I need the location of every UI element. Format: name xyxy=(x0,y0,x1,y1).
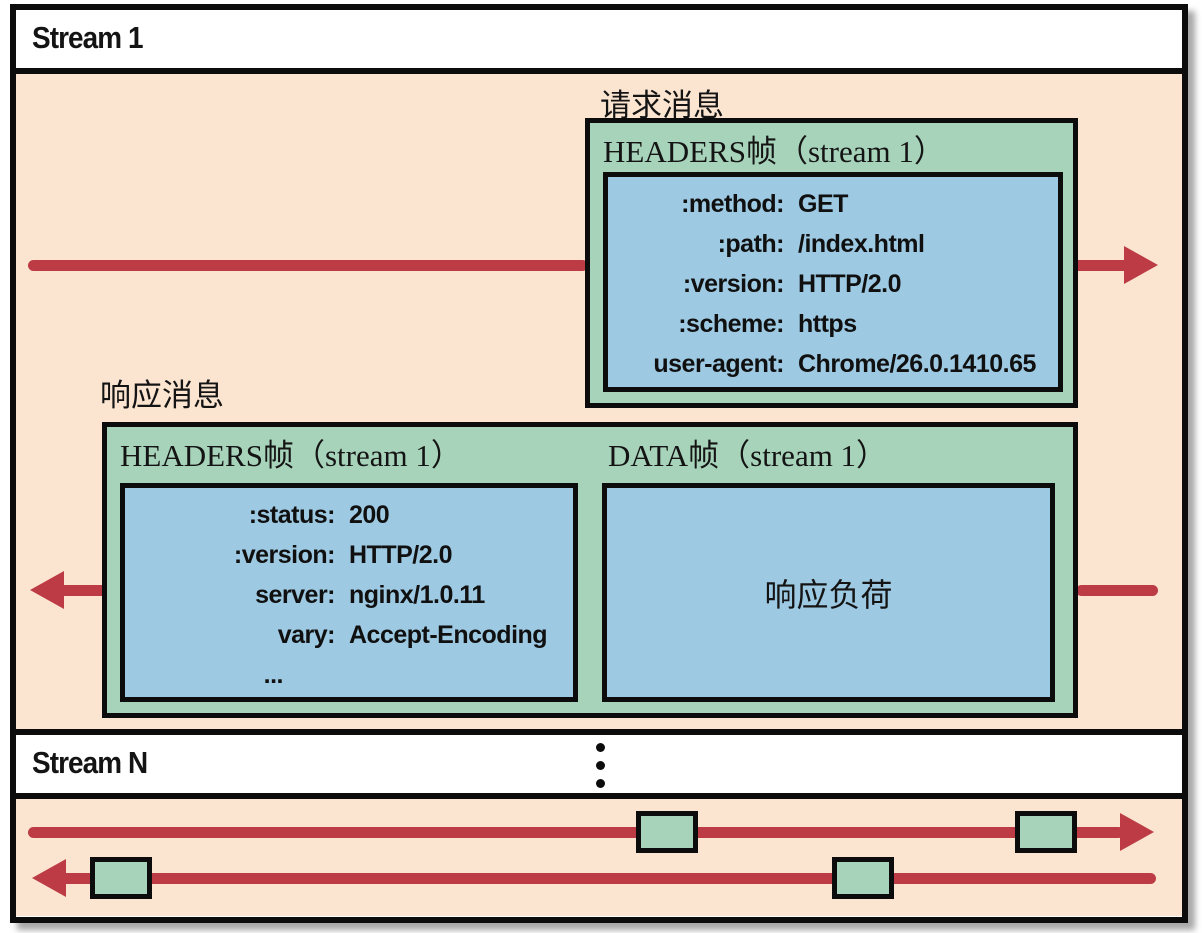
request-headers-frame: HEADERS帧（stream 1） :method: GET :path: /… xyxy=(585,118,1078,408)
response-data-box: 响应负荷 xyxy=(602,483,1055,702)
response-message-label: 响应消息 xyxy=(100,378,224,413)
header-row: ... xyxy=(263,661,284,689)
response-arrow-line-right xyxy=(1076,585,1158,596)
streamN-bar: Stream N xyxy=(16,735,1182,799)
request-arrow-line-right xyxy=(1076,260,1130,271)
header-row: :version: HTTP/2.0 xyxy=(682,270,902,298)
vertical-ellipsis-icon xyxy=(596,743,605,788)
request-arrow-head-icon xyxy=(1124,246,1158,284)
header-row: :method: GET xyxy=(681,190,848,218)
streamN-frame-box xyxy=(1015,811,1077,853)
request-arrow-line-left xyxy=(28,260,588,271)
streamN-right-arrow-line xyxy=(28,827,1124,838)
header-row: server: nginx/1.0.11 xyxy=(255,581,485,609)
header-row: user-agent: Chrome/26.0.1410.65 xyxy=(653,350,1036,378)
streamN-left-arrow-line xyxy=(60,873,1156,884)
response-headers-box: :status: 200 :version: HTTP/2.0 server: … xyxy=(120,483,578,702)
streamN-frame-box xyxy=(832,857,894,899)
http2-multiplexing-figure: Stream 1 请求消息 HEADERS帧（stream 1） xyxy=(10,4,1188,923)
header-row: vary: Accept-Encoding xyxy=(277,621,548,649)
response-data-frame-title: DATA帧（stream 1） xyxy=(608,438,888,473)
header-row: :path: /index.html xyxy=(717,230,925,258)
request-frame-title: HEADERS帧（stream 1） xyxy=(603,134,945,169)
request-message-label: 请求消息 xyxy=(600,88,724,123)
stream1-label: Stream 1 xyxy=(32,20,144,55)
streamN-area xyxy=(16,799,1182,916)
response-frame: HEADERS帧（stream 1） DATA帧（stream 1） :stat… xyxy=(102,422,1078,718)
request-headers-box: :method: GET :path: /index.html :version… xyxy=(603,172,1063,392)
header-row: :version: HTTP/2.0 xyxy=(233,541,453,569)
header-row: :scheme: https xyxy=(678,310,857,338)
response-headers-frame-title: HEADERS帧（stream 1） xyxy=(120,438,462,473)
header-row: :status: 200 xyxy=(248,501,390,529)
streamN-frame-box xyxy=(636,811,698,853)
streamN-right-arrow-head-icon xyxy=(1120,813,1154,851)
stream1-area: 请求消息 HEADERS帧（stream 1） :method: GET :pa… xyxy=(16,74,1182,735)
response-payload-label: 响应负荷 xyxy=(764,576,893,613)
response-arrow-line-left xyxy=(58,585,106,596)
streamN-frame-box xyxy=(90,857,152,899)
streamN-label: Stream N xyxy=(32,745,148,780)
stream1-bar: Stream 1 xyxy=(16,10,1182,74)
